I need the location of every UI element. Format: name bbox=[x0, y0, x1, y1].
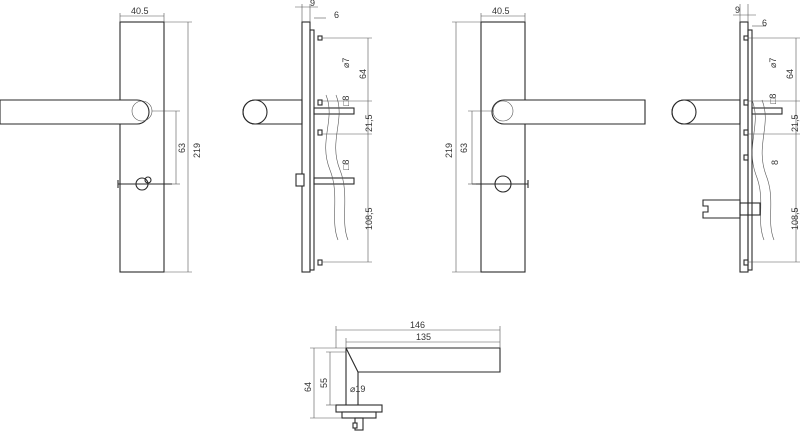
dim-lever-length: 135 bbox=[345, 332, 500, 348]
front-view-right: 40.5 219 63 bbox=[444, 6, 646, 273]
diameter-label: ⌀19 bbox=[350, 384, 365, 394]
hole-label: ⌀7 bbox=[768, 58, 778, 68]
side-plate bbox=[739, 21, 749, 273]
spindle-offset-label: 63 bbox=[177, 143, 187, 153]
knob bbox=[242, 99, 303, 125]
wc-turn bbox=[117, 176, 172, 191]
height-label: 219 bbox=[192, 143, 202, 158]
height-label: 219 bbox=[444, 143, 454, 158]
lever-handle bbox=[491, 99, 646, 125]
knob bbox=[671, 99, 741, 125]
plate-thickness-label: 6 bbox=[762, 18, 767, 28]
knob-end bbox=[242, 99, 268, 125]
plate-thickness-label: 6 bbox=[334, 10, 339, 20]
dim-overall-length: 146 bbox=[335, 320, 501, 348]
hole-label: ⌀7 bbox=[341, 58, 351, 68]
side-plate bbox=[301, 21, 311, 273]
backplate bbox=[119, 21, 165, 273]
overall-length-label: 146 bbox=[410, 320, 425, 330]
l-lever bbox=[345, 347, 501, 406]
middle-label: 21,5 bbox=[364, 114, 374, 132]
side-left-dims: 9 6 ⌀7 64 □8 21,5 □8 108,5 bbox=[295, 0, 374, 263]
dim-spindle-offset: 63 bbox=[152, 110, 187, 185]
rose bbox=[335, 404, 383, 413]
front-view-left: 40.5 219 63 bbox=[0, 6, 202, 273]
top-spacing-label: 64 bbox=[358, 69, 368, 79]
backplate bbox=[480, 21, 526, 273]
dim-height: 219 bbox=[164, 21, 202, 273]
width-label: 40.5 bbox=[492, 6, 510, 16]
wc-turn bbox=[472, 175, 529, 193]
overall-height-label: 64 bbox=[303, 382, 313, 392]
lower-label: 108,5 bbox=[790, 207, 800, 230]
top-offset-label: 9 bbox=[310, 0, 315, 8]
dim-spindle-offset: 63 bbox=[459, 110, 494, 185]
knob-end bbox=[671, 99, 697, 125]
handle-top-view: 146 135 64 55 ⌀19 bbox=[303, 320, 501, 431]
dim-overall-height: 64 bbox=[303, 347, 346, 419]
lever-length-label: 135 bbox=[416, 332, 431, 342]
spindle-label-top: □8 bbox=[341, 96, 351, 106]
side-view-right: 9 6 ⌀7 64 □8 21,5 8 108,5 bbox=[671, 4, 800, 273]
side-right-dims: 9 6 ⌀7 64 □8 21,5 8 108,5 bbox=[733, 4, 800, 263]
spindle-label-top: □8 bbox=[768, 94, 778, 104]
cylinder-body bbox=[702, 199, 741, 219]
lower-label: 108,5 bbox=[364, 207, 374, 230]
dim-width: 40.5 bbox=[480, 6, 526, 22]
dim-lever-height: 55 bbox=[319, 351, 346, 406]
spindle-label-bottom: 8 bbox=[770, 160, 780, 165]
top-spacing-label: 64 bbox=[785, 69, 795, 79]
top-offset-label: 9 bbox=[735, 5, 740, 15]
lever-handle bbox=[0, 99, 150, 125]
lever-height-label: 55 bbox=[319, 378, 329, 388]
width-label: 40.5 bbox=[131, 6, 149, 16]
side-view-left: 9 6 ⌀7 64 □8 21,5 □8 108,5 bbox=[242, 0, 374, 273]
spindle-label-bottom: □8 bbox=[341, 160, 351, 170]
spindle-offset-label: 63 bbox=[459, 143, 469, 153]
dim-width: 40.5 bbox=[119, 6, 165, 22]
middle-label: 21,5 bbox=[790, 114, 800, 132]
dim-height: 219 bbox=[444, 21, 481, 273]
